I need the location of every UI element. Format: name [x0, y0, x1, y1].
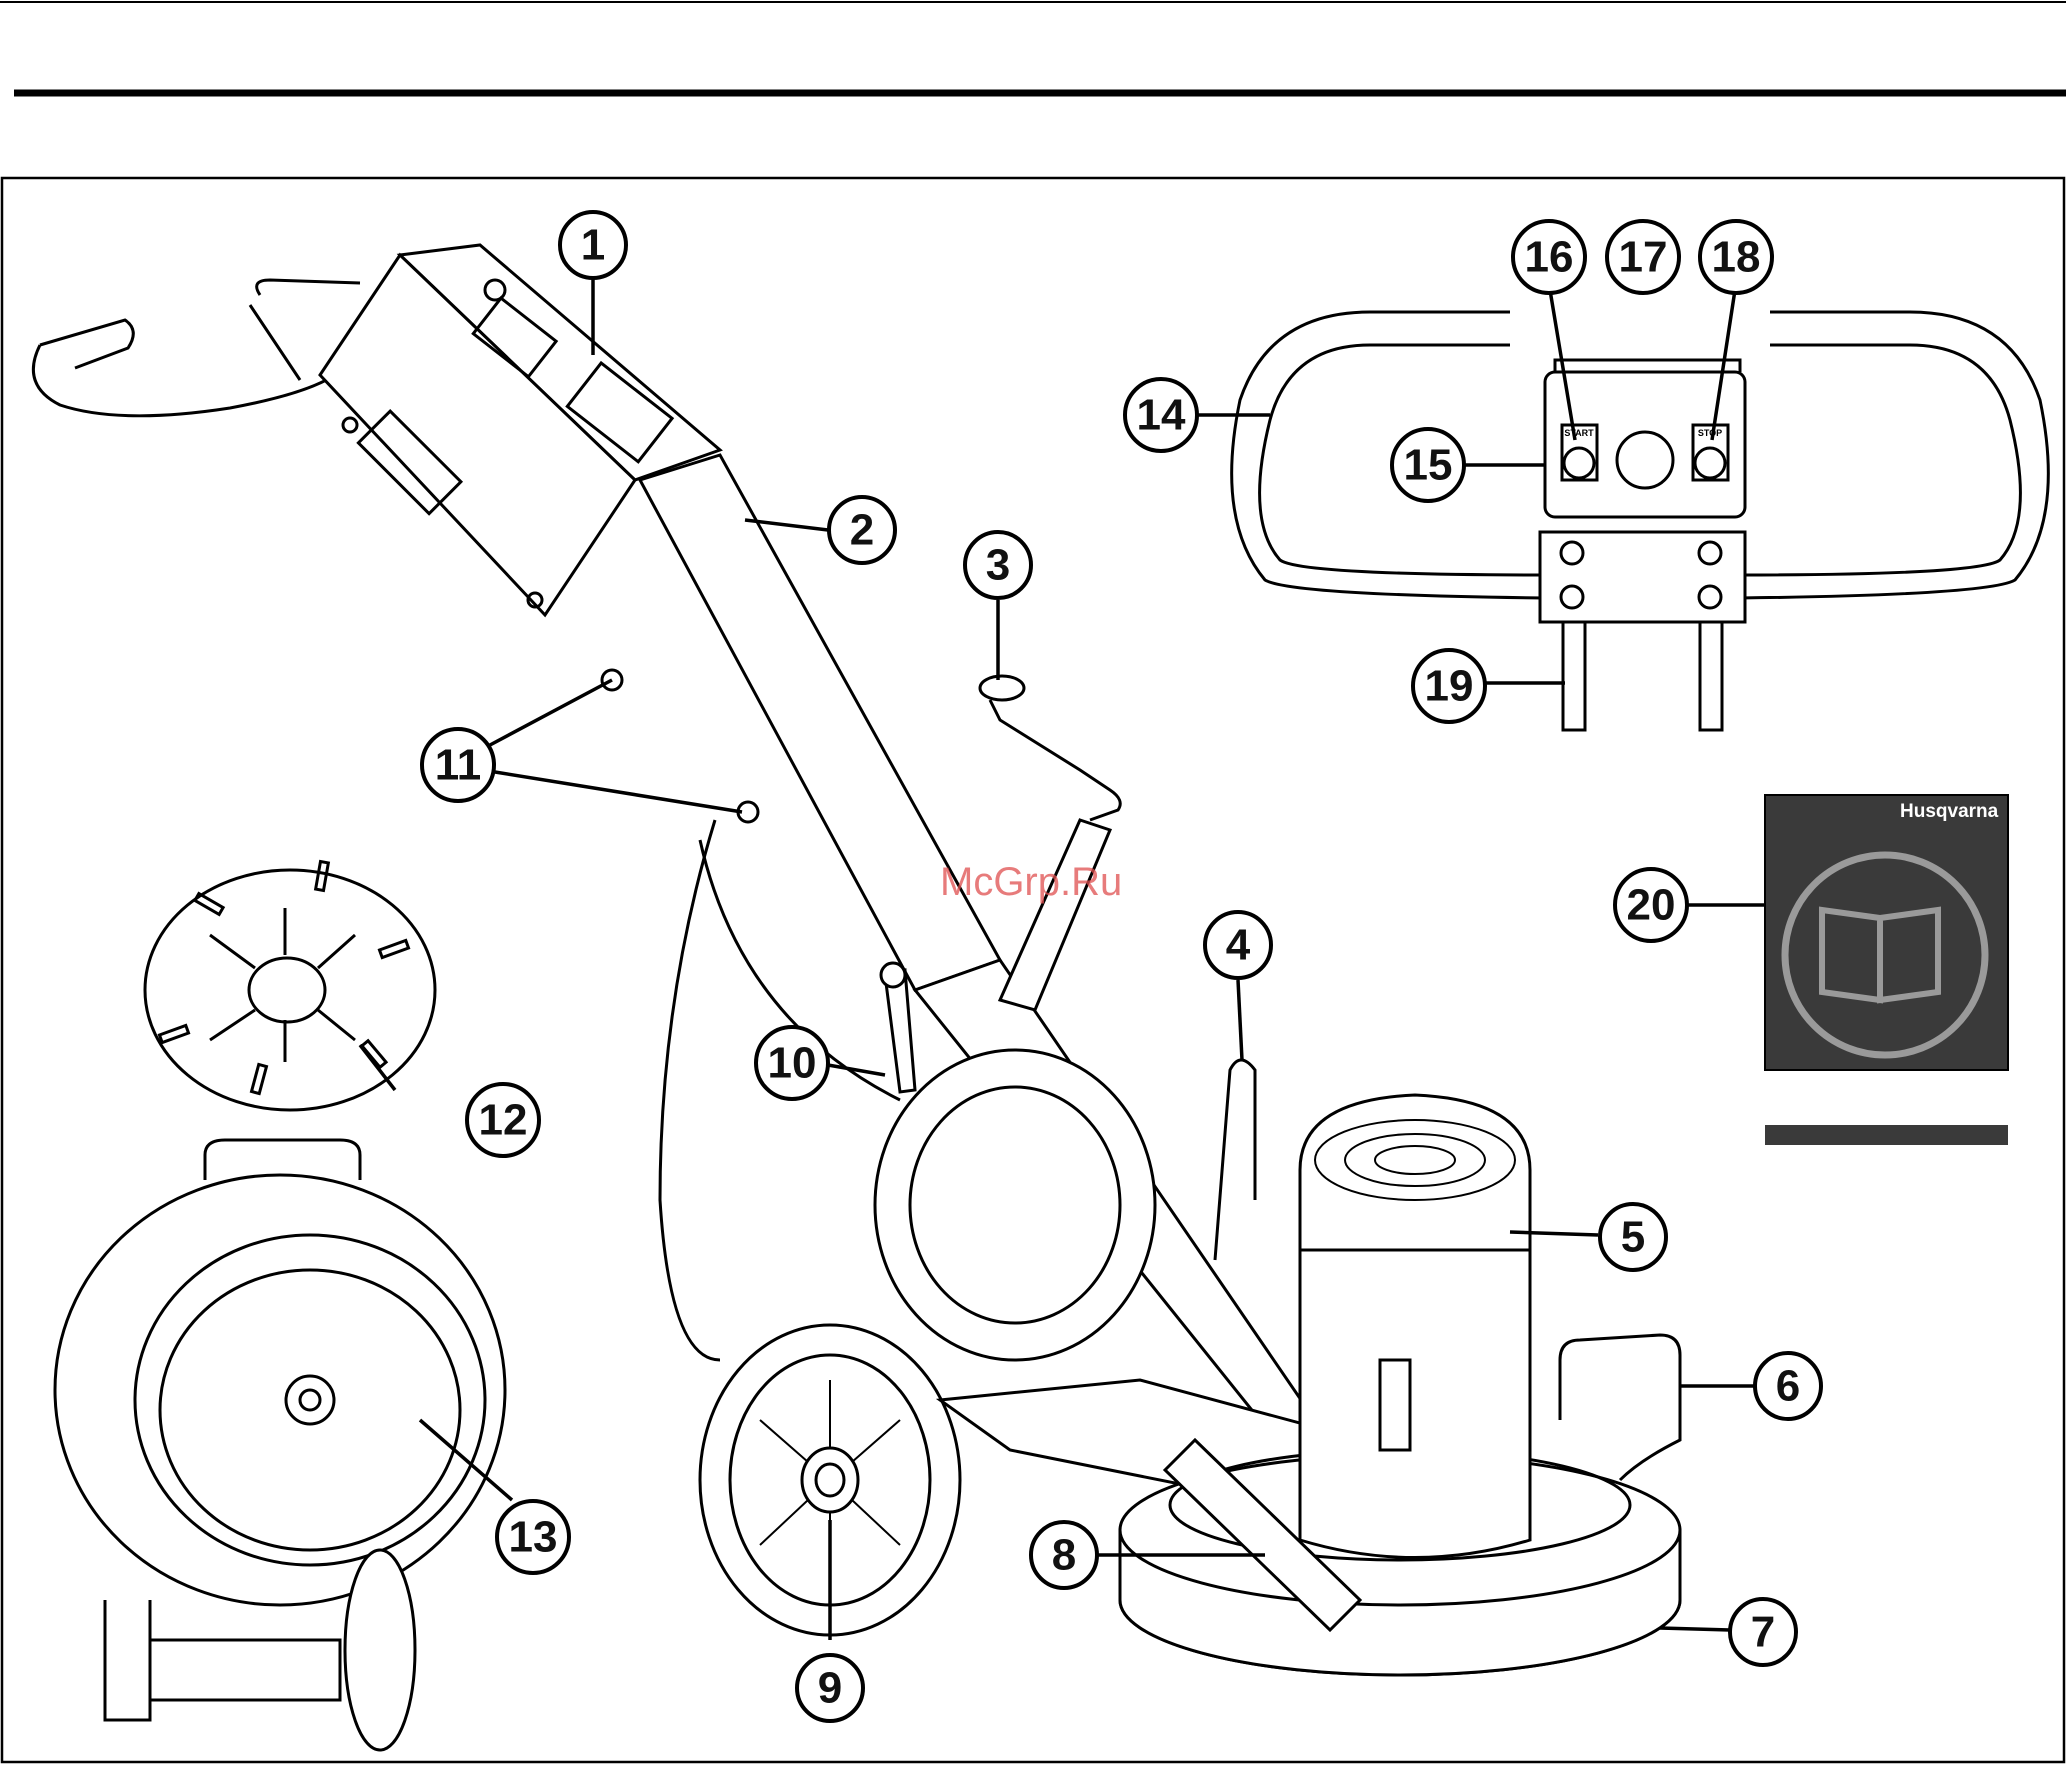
svg-text:1: 1 — [581, 221, 605, 270]
manual-cover — [1765, 795, 2008, 1070]
svg-text:11: 11 — [435, 741, 482, 790]
callout-6: 6 — [1755, 1353, 1821, 1419]
crank-knob — [980, 676, 1024, 700]
callout-18: 18 — [1700, 221, 1772, 293]
operator-manual: Husqvarna — [1765, 795, 2008, 1145]
watermark-text: McGrp.Ru — [940, 860, 1122, 904]
motor-fan-cover — [1300, 1095, 1530, 1250]
svg-text:15: 15 — [1404, 441, 1453, 490]
frame-tube — [640, 455, 1000, 990]
callout-5: 5 — [1600, 1204, 1666, 1270]
callout-3: 3 — [965, 532, 1031, 598]
rear-wheel — [875, 1050, 1155, 1360]
callout-15: 15 — [1392, 429, 1464, 501]
callout-9: 9 — [797, 1655, 863, 1721]
svg-text:7: 7 — [1751, 1608, 1775, 1657]
brand-logo: Husqvarna — [1900, 801, 1999, 822]
svg-text:19: 19 — [1425, 662, 1474, 711]
svg-text:12: 12 — [479, 1096, 528, 1145]
svg-text:18: 18 — [1712, 233, 1761, 282]
callout-1: 1 — [560, 212, 626, 278]
start-label: START — [1564, 428, 1594, 438]
svg-text:3: 3 — [986, 541, 1010, 590]
callout-11: 11 — [422, 729, 494, 801]
callout-10: 10 — [756, 1027, 828, 1099]
detail-handlebar-right — [1740, 345, 2020, 575]
svg-text:2: 2 — [850, 506, 874, 555]
callout-13: 13 — [497, 1501, 569, 1573]
callout-12: 12 — [467, 1084, 539, 1156]
tool-disc-plate — [145, 862, 435, 1110]
callout-8: 8 — [1031, 1522, 1097, 1588]
manual-bottom-band — [1765, 1125, 2008, 1145]
stop-label: STOP — [1698, 428, 1722, 438]
svg-text:20: 20 — [1627, 881, 1676, 930]
power-cable — [660, 820, 720, 1360]
svg-text:5: 5 — [1621, 1213, 1645, 1262]
svg-text:13: 13 — [509, 1513, 558, 1562]
svg-text:4: 4 — [1226, 921, 1251, 970]
callout-19: 19 — [1413, 650, 1485, 722]
svg-text:10: 10 — [768, 1039, 817, 1088]
height-adjust-cylinder — [1000, 820, 1110, 1010]
svg-text:14: 14 — [1137, 391, 1186, 440]
callout-17: 17 — [1607, 221, 1679, 293]
svg-text:6: 6 — [1776, 1362, 1800, 1411]
emergency-stop-button — [1617, 432, 1673, 488]
callout-16: 16 — [1513, 221, 1585, 293]
svg-text:16: 16 — [1525, 233, 1574, 282]
svg-text:9: 9 — [818, 1664, 842, 1713]
callout-4: 4 — [1205, 912, 1271, 978]
adjust-lever-right — [1700, 622, 1722, 730]
callout-14: 14 — [1125, 379, 1197, 451]
callout-7: 7 — [1730, 1599, 1796, 1665]
callout-20: 20 — [1615, 869, 1687, 941]
underside-view — [55, 1140, 505, 1750]
svg-text:17: 17 — [1619, 233, 1668, 282]
grinding-head-handle — [1560, 1335, 1680, 1480]
start-button — [1564, 448, 1594, 478]
stop-button — [1695, 448, 1725, 478]
callout-2: 2 — [829, 497, 895, 563]
control-panel-detail: START STOP — [1232, 312, 2049, 730]
motor-body — [1300, 1250, 1530, 1558]
lifting-handle — [1215, 1060, 1255, 1260]
adjust-lever-left — [1563, 622, 1585, 730]
svg-text:8: 8 — [1052, 1531, 1076, 1580]
lock-lever — [885, 970, 915, 1092]
